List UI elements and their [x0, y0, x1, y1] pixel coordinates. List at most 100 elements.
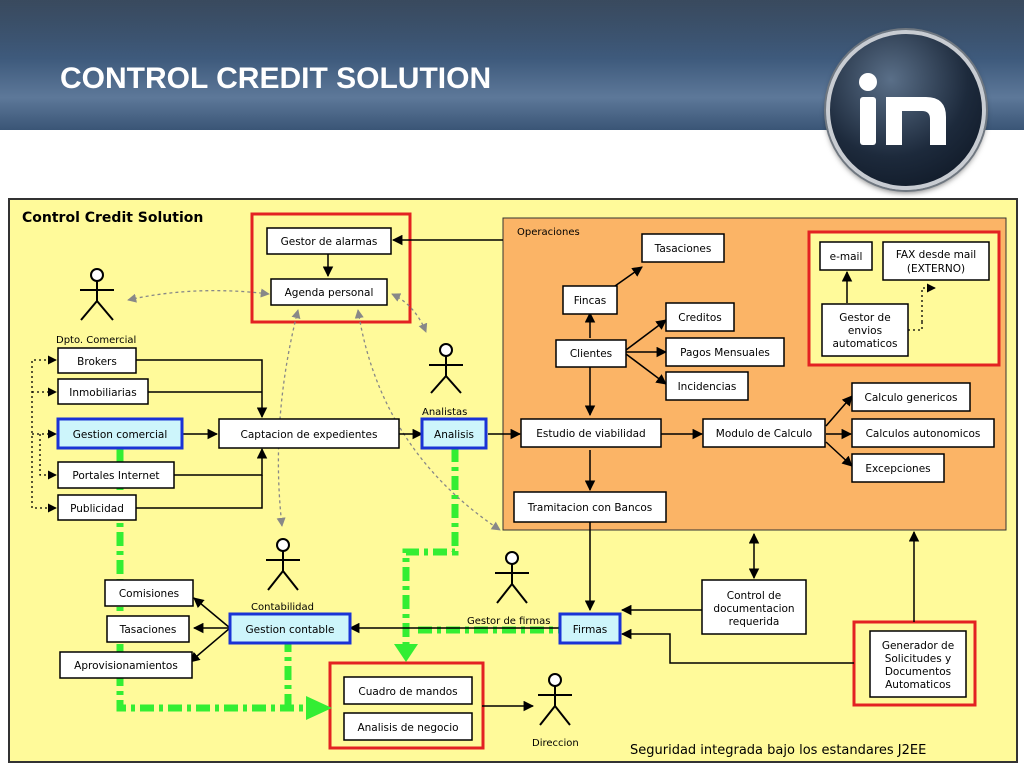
- green-arrow-cuadro: [306, 696, 332, 720]
- label-generador-4: Automaticos: [885, 679, 951, 691]
- box-fax[interactable]: [882, 241, 990, 281]
- label-pagos-mensuales: Pagos Mensuales: [680, 347, 770, 359]
- label-generador-2: Solicitudes y: [885, 653, 952, 665]
- box-analisis[interactable]: [420, 417, 488, 450]
- logo-mark: [859, 73, 946, 145]
- box-estudio-viabilidad[interactable]: [520, 418, 662, 448]
- label-gestor-envios-2: envios: [848, 325, 882, 337]
- label-analisis: Analisis: [434, 429, 474, 441]
- label-fincas: Fincas: [574, 295, 607, 307]
- green-arrow-down: [394, 644, 418, 662]
- label-inmobiliarias: Inmobiliarias: [69, 387, 136, 399]
- label-portales-internet: Portales Internet: [72, 470, 159, 482]
- label-publicidad: Publicidad: [70, 503, 124, 515]
- box-captacion[interactable]: [218, 418, 400, 449]
- actor-gestor-firmas: [495, 551, 529, 604]
- label-analisis-negocio: Analisis de negocio: [357, 722, 458, 734]
- label-estudio-viabilidad: Estudio de viabilidad: [536, 428, 645, 440]
- box-incidencias[interactable]: [665, 371, 749, 401]
- arrow-lines: [136, 234, 920, 712]
- box-pagos-mensuales[interactable]: [665, 337, 785, 367]
- box-creditos[interactable]: [665, 302, 735, 332]
- box-labels: Gestor de alarmas Agenda personal Broker…: [69, 236, 980, 734]
- label-gestor-envios-3: automaticos: [833, 338, 898, 350]
- box-control-doc[interactable]: [701, 579, 807, 635]
- label-incidencias: Incidencias: [678, 381, 737, 393]
- label-fax-2: (EXTERNO): [907, 263, 965, 275]
- actor-dpto-comercial: [80, 268, 114, 321]
- actor-label-dpto-comercial: Dpto. Comercial: [56, 335, 136, 346]
- label-generador-3: Documentos: [885, 666, 951, 678]
- box-brokers[interactable]: [57, 347, 137, 374]
- actor-contabilidad: [266, 538, 300, 591]
- label-modulo-calculo: Modulo de Calculo: [716, 428, 812, 440]
- company-logo: [826, 30, 986, 190]
- green-flow-lines: [116, 448, 560, 712]
- label-clientes: Clientes: [570, 348, 612, 360]
- diagram-panel: Control Credit Solution Operaciones: [8, 198, 1018, 763]
- box-publicidad[interactable]: [57, 494, 137, 521]
- label-gestor-envios-1: Gestor de: [839, 312, 890, 324]
- actors: [80, 268, 572, 726]
- box-tasaciones-op[interactable]: [641, 233, 725, 263]
- box-comisiones[interactable]: [104, 579, 194, 607]
- label-tasaciones-cont: Tasaciones: [119, 624, 177, 636]
- box-agenda-personal[interactable]: [270, 278, 388, 306]
- box-cuadro-mandos[interactable]: [343, 676, 473, 705]
- label-fax-1: FAX desde mail: [896, 249, 976, 261]
- box-analisis-negocio[interactable]: [343, 712, 473, 741]
- label-creditos: Creditos: [678, 312, 721, 324]
- label-brokers: Brokers: [77, 356, 117, 368]
- actor-label-contabilidad: Contabilidad: [251, 602, 314, 613]
- actor-direccion: [538, 673, 572, 726]
- box-generador[interactable]: [869, 630, 967, 698]
- label-gestion-comercial: Gestion comercial: [73, 429, 168, 441]
- label-agenda-personal: Agenda personal: [285, 287, 374, 299]
- label-aprovisionamientos: Aprovisionamientos: [74, 660, 178, 672]
- box-tasaciones-cont[interactable]: [106, 615, 190, 643]
- actor-analistas: [429, 343, 463, 394]
- label-tasaciones-op: Tasaciones: [654, 243, 712, 255]
- label-firmas: Firmas: [573, 624, 607, 636]
- label-control-doc-2: documentacion: [713, 603, 794, 615]
- box-firmas[interactable]: [558, 612, 622, 645]
- label-generador-1: Generador de: [882, 640, 954, 652]
- box-excepciones[interactable]: [851, 453, 945, 483]
- actor-label-direccion: Direccion: [532, 738, 579, 749]
- label-email: e-mail: [830, 251, 863, 263]
- box-clientes[interactable]: [555, 339, 627, 368]
- label-gestor-alarmas: Gestor de alarmas: [281, 236, 378, 248]
- box-portales-internet[interactable]: [57, 461, 175, 489]
- box-calculo-genericos[interactable]: [851, 382, 971, 412]
- box-tramitacion-bancos[interactable]: [513, 491, 667, 523]
- label-calculos-autonomicos: Calculos autonomicos: [866, 428, 981, 440]
- label-control-doc-1: Control de: [727, 590, 781, 602]
- box-modulo-calculo[interactable]: [702, 418, 826, 448]
- box-fincas[interactable]: [562, 285, 618, 315]
- label-excepciones: Excepciones: [865, 463, 930, 475]
- label-comisiones: Comisiones: [119, 588, 179, 600]
- box-gestor-envios[interactable]: [821, 303, 909, 357]
- operaciones-label: Operaciones: [517, 227, 580, 238]
- box-email[interactable]: [819, 241, 873, 271]
- diagram-title: Control Credit Solution: [22, 210, 203, 226]
- label-cuadro-mandos: Cuadro de mandos: [358, 686, 457, 698]
- black-dotted-lines: [31, 283, 936, 513]
- box-aprovisionamientos[interactable]: [59, 651, 193, 679]
- box-gestion-comercial[interactable]: [56, 417, 184, 450]
- blue-boxes: [56, 417, 622, 645]
- box-gestion-contable[interactable]: [228, 612, 352, 645]
- actor-label-analistas: Analistas: [422, 407, 467, 418]
- box-inmobiliarias[interactable]: [57, 378, 149, 405]
- box-gestor-alarmas[interactable]: [266, 227, 392, 255]
- label-control-doc-3: requerida: [729, 616, 780, 628]
- actor-label-gestor-firmas: Gestor de firmas: [467, 616, 550, 627]
- boxes: [57, 227, 995, 741]
- page-title: CONTROL CREDIT SOLUTION: [60, 62, 492, 95]
- label-gestion-contable: Gestion contable: [246, 624, 335, 636]
- diagram-canvas: Control Credit Solution Operaciones: [22, 210, 1007, 758]
- label-tramitacion-bancos: Tramitacion con Bancos: [527, 502, 653, 514]
- label-calculo-genericos: Calculo genericos: [865, 392, 958, 404]
- diagram-footer: Seguridad integrada bajo los estandares …: [630, 743, 926, 758]
- box-calculos-autonomicos[interactable]: [851, 418, 995, 448]
